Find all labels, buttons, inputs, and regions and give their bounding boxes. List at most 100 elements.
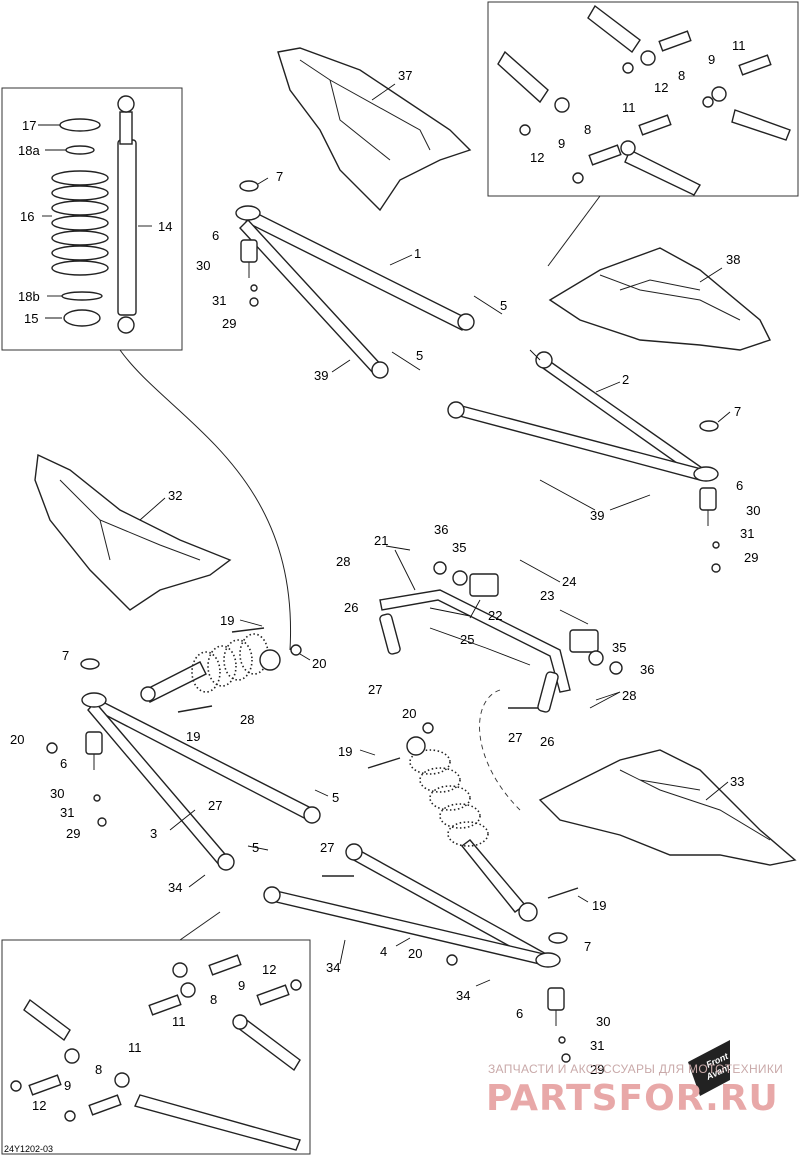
nut-29 <box>249 297 259 307</box>
washer-31 <box>93 794 101 802</box>
callout-30: 30 <box>50 786 64 801</box>
callout-11: 11 <box>622 100 636 115</box>
callout-12: 12 <box>32 1098 46 1113</box>
callout-11: 11 <box>732 38 746 53</box>
washer-18a <box>65 145 95 155</box>
nut-29 <box>561 1053 571 1063</box>
callout-30: 30 <box>196 258 210 273</box>
bolt-19 <box>231 627 265 633</box>
callout-28: 28 <box>622 688 636 703</box>
callout-12: 12 <box>262 962 276 977</box>
callout-6: 6 <box>212 228 219 243</box>
callout-8: 8 <box>95 1062 102 1077</box>
diagram-code: 24Y1202-03 <box>4 1144 54 1154</box>
callout-7: 7 <box>734 404 741 419</box>
sway-bar-21 <box>379 589 571 693</box>
washer-31 <box>558 1036 566 1044</box>
a-arm-2 <box>447 351 719 482</box>
protector-32 <box>34 453 232 611</box>
callout-6: 6 <box>60 756 67 771</box>
callout-20: 20 <box>408 946 422 961</box>
callout-29: 29 <box>66 826 80 841</box>
callout-29: 29 <box>222 316 236 331</box>
callout-8: 8 <box>678 68 685 83</box>
protector-37 <box>277 47 472 212</box>
nut-20 <box>446 954 458 966</box>
callout-39: 39 <box>314 368 328 383</box>
circlip-7 <box>699 420 719 432</box>
inset-pointer-line <box>119 349 291 651</box>
callout-36: 36 <box>434 522 448 537</box>
ball-joint-6 <box>85 731 103 770</box>
callout-5: 5 <box>252 840 259 855</box>
callout-28: 28 <box>240 712 254 727</box>
callout-38: 38 <box>726 252 740 267</box>
callout-14: 14 <box>158 219 172 234</box>
shock-absorber-left <box>140 633 281 703</box>
washer-18b <box>61 291 103 301</box>
callout-9: 9 <box>238 978 245 993</box>
callout-2: 2 <box>622 372 629 387</box>
callout-32: 32 <box>168 488 182 503</box>
callout-6: 6 <box>516 1006 523 1021</box>
bolt-19 <box>367 757 401 769</box>
callout-31: 31 <box>212 293 226 308</box>
callout-8: 8 <box>210 992 217 1007</box>
callout-20: 20 <box>312 656 326 671</box>
callout-9: 9 <box>64 1078 71 1093</box>
circlip-7 <box>80 658 100 670</box>
callout-12: 12 <box>654 80 668 95</box>
callout-19: 19 <box>592 898 606 913</box>
callout-18b: 18b <box>18 289 40 304</box>
a-arm-3 <box>81 692 321 871</box>
ball-joint-6 <box>240 239 258 278</box>
front-direction-sign: Front Avant <box>688 1040 732 1096</box>
callout-31: 31 <box>60 805 74 820</box>
callout-8: 8 <box>584 122 591 137</box>
callout-5: 5 <box>500 298 507 313</box>
callout-24: 24 <box>562 574 576 589</box>
callout-31: 31 <box>740 526 754 541</box>
shock-absorber-right <box>406 736 538 922</box>
callout-30: 30 <box>596 1014 610 1029</box>
callout-34: 34 <box>456 988 470 1003</box>
circlip-7 <box>548 932 568 944</box>
washer-31 <box>712 541 720 549</box>
callout-30: 30 <box>746 503 760 518</box>
callout-28: 28 <box>336 554 350 569</box>
callout-labels: 1 2 3 4 5 5 5 5 6 6 6 6 7 7 7 7 8 8 8 8 … <box>10 38 760 1113</box>
callout-27: 27 <box>508 730 522 745</box>
link-path-line <box>479 689 521 811</box>
bolt-19 <box>177 705 213 713</box>
callout-20: 20 <box>402 706 416 721</box>
callout-17: 17 <box>22 118 36 133</box>
bushing-brackets <box>433 561 623 675</box>
callout-21: 21 <box>374 533 388 548</box>
callout-39: 39 <box>590 508 604 523</box>
callout-22: 22 <box>488 608 502 623</box>
callout-29: 29 <box>590 1062 604 1077</box>
callout-37: 37 <box>398 68 412 83</box>
nut-20 <box>290 644 302 656</box>
callout-26: 26 <box>540 734 554 749</box>
callout-27: 27 <box>208 798 222 813</box>
nut-29 <box>711 563 721 573</box>
ball-joint-6 <box>547 987 565 1026</box>
bushing-detail-inset-bottom <box>1 939 311 1155</box>
leader-lines <box>38 83 731 987</box>
nut-20 <box>422 722 434 734</box>
callout-7: 7 <box>584 939 591 954</box>
spring-16 <box>51 170 109 276</box>
callout-4: 4 <box>380 944 387 959</box>
callout-20: 20 <box>10 732 24 747</box>
callout-35: 35 <box>612 640 626 655</box>
protector-38 <box>548 247 771 351</box>
callout-5: 5 <box>332 790 339 805</box>
nut-20 <box>46 742 58 754</box>
callout-33: 33 <box>730 774 744 789</box>
shock-absorber-14 <box>117 95 137 334</box>
callout-18a: 18a <box>18 143 40 158</box>
callout-7: 7 <box>276 169 283 184</box>
ball-joint-6 <box>699 487 717 526</box>
shock-detail-inset <box>1 87 183 351</box>
